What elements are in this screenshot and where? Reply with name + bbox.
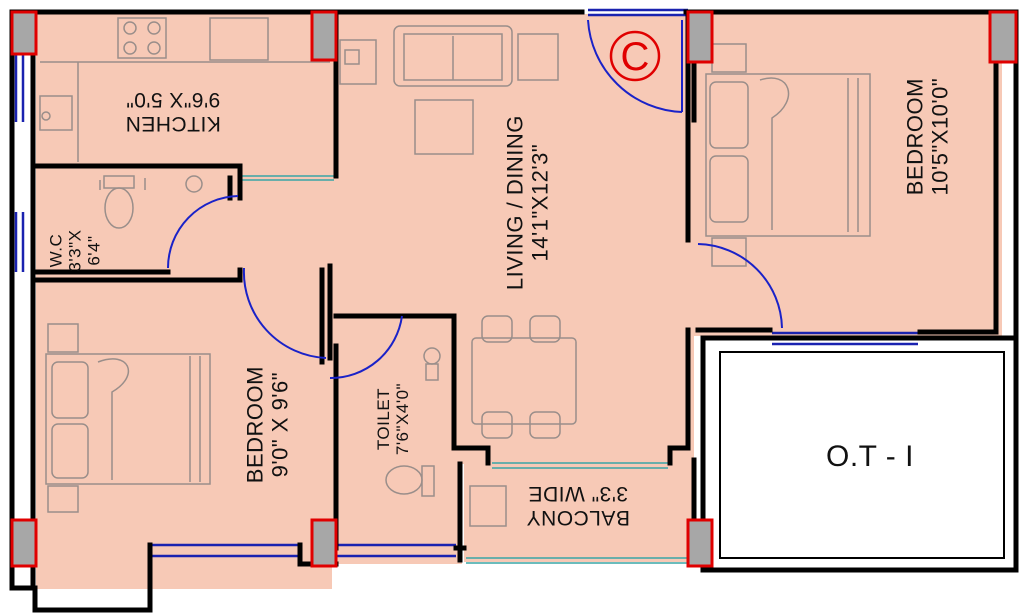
bed-right-icon	[705, 73, 871, 237]
living-size: 14'1"X12'3"	[527, 143, 552, 262]
furniture	[39, 17, 871, 527]
kitchen-name: KITCHEN	[125, 112, 221, 136]
label-bedroom-left: BEDROOM 9'0" X 9'6"	[242, 335, 292, 515]
windows	[14, 8, 918, 558]
wc-name: W.C	[46, 233, 66, 268]
label-wc: W.C 3'3"X 6'4"	[46, 196, 103, 306]
column	[686, 10, 714, 64]
column	[310, 518, 338, 568]
door-main-entrance	[587, 19, 683, 113]
label-kitchen: KITCHEN 9'6"X 5'0"	[108, 88, 238, 136]
balcony-size: 3'3" WIDE	[528, 482, 628, 506]
window-kitchen	[14, 50, 25, 122]
bedroom-left-name: BEDROOM	[242, 366, 268, 484]
column	[988, 10, 1018, 64]
columns	[10, 10, 1018, 568]
bedroom-left-size: 9'0" X 9'6"	[267, 371, 292, 478]
bedroom-right-name: BEDROOM	[902, 78, 928, 196]
column	[686, 518, 714, 568]
dining-table-icon	[471, 337, 577, 425]
label-living: LIVING / DINING 14'1"X12'3"	[502, 73, 552, 333]
label-balcony: BALCONY 3'3" WIDE	[508, 482, 648, 530]
tv-unit-icon	[339, 39, 377, 85]
entrance-mark: C	[609, 30, 661, 82]
balcony-name: BALCONY	[526, 506, 630, 530]
balcony-floor	[464, 464, 694, 562]
doors	[167, 19, 783, 380]
window-bedroom-left	[150, 543, 300, 558]
window-bedroom-right	[772, 331, 918, 346]
window-toilet	[336, 543, 456, 558]
wc-floor	[36, 166, 241, 271]
open-terrace	[700, 335, 1019, 573]
toilet-size: 7'6"X4'0"	[393, 382, 412, 456]
label-toilet: TOILET 7'6"X4'0"	[374, 364, 412, 474]
door-wc	[167, 195, 239, 269]
stove-icon	[117, 17, 167, 59]
bedroom-right-size: 10'5"X10'0"	[927, 77, 952, 196]
door-bedroom-right	[697, 243, 783, 329]
kitchen-sink-icon	[39, 95, 73, 131]
door-bedroom-left	[242, 267, 327, 359]
side-table	[517, 33, 559, 81]
kitchen-floor	[36, 14, 336, 166]
window-living-top	[588, 8, 688, 17]
toilet-name: TOILET	[373, 387, 393, 451]
entrance-mark-text: C	[621, 35, 650, 79]
label-bedroom-right: BEDROOM 10'5"X10'0"	[902, 47, 952, 227]
sofa-icon	[393, 25, 513, 87]
kitchen-counter	[40, 61, 330, 162]
ot-name: O.T - I	[826, 440, 914, 473]
balcony-openings	[238, 175, 690, 564]
column	[10, 518, 38, 568]
balcony-washer	[469, 485, 507, 527]
coffee-table	[414, 99, 474, 155]
window-wc	[14, 212, 25, 272]
wc-size-line2: 6'4"	[84, 235, 104, 266]
fridge-icon	[209, 17, 269, 61]
bedroom-left-floor	[36, 271, 332, 589]
kitchen-size: 9'6"X 5'0"	[125, 88, 221, 112]
column	[310, 10, 338, 62]
living-name: LIVING / DINING	[502, 115, 528, 291]
column	[10, 10, 38, 56]
floor-areas	[36, 14, 1002, 589]
wc-size-line1: 3'3"X	[65, 229, 85, 272]
label-open-terrace: O.T - I	[800, 440, 940, 474]
door-toilet	[329, 315, 403, 380]
bed-left-icon	[45, 353, 211, 485]
